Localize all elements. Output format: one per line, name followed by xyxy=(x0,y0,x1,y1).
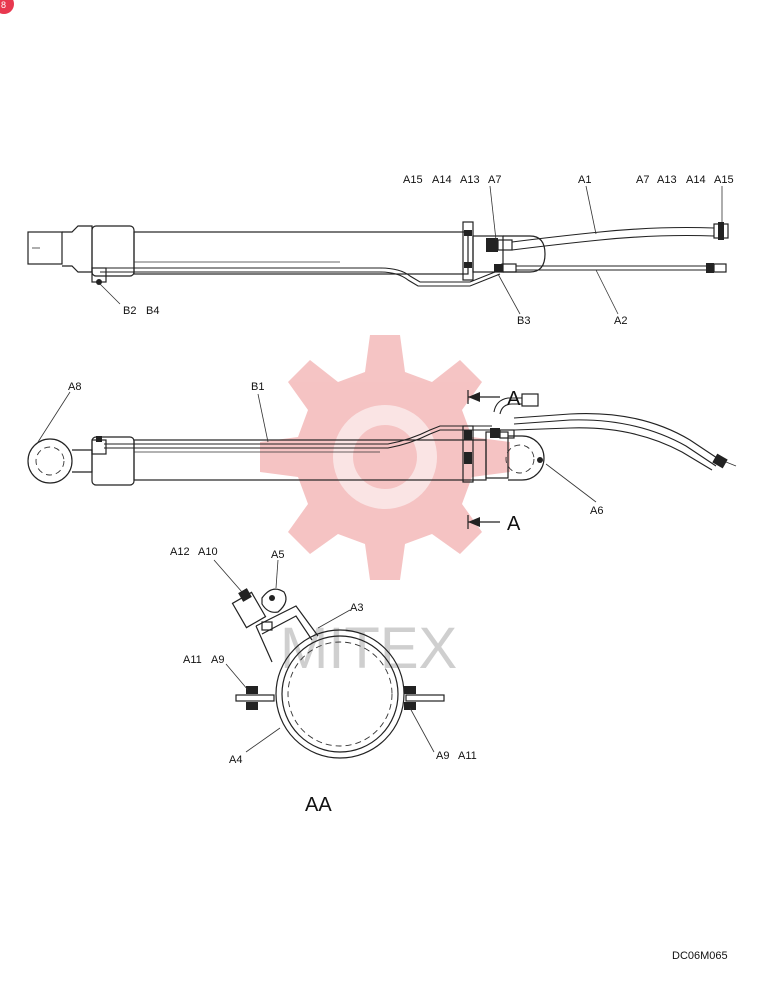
label-a4: A4 xyxy=(229,754,242,766)
watermark-gear xyxy=(260,335,510,580)
section-aa-title: AA xyxy=(305,794,332,816)
label-a3: A3 xyxy=(350,602,363,614)
label-a1: A1 xyxy=(578,174,591,186)
side-view-hoses xyxy=(493,393,737,471)
label-b1: B1 xyxy=(251,381,264,393)
section-mark-top: A xyxy=(507,388,521,410)
label-a15-right: A15 xyxy=(714,174,734,186)
drawing-code: DC06M065 xyxy=(672,950,728,962)
label-a11-right: A11 xyxy=(458,750,477,762)
label-a11-left: A11 xyxy=(183,654,202,666)
label-a14: A14 xyxy=(432,174,452,186)
side-view-cylinder xyxy=(27,425,545,486)
label-a10: A10 xyxy=(198,546,218,558)
label-b3: B3 xyxy=(517,315,530,327)
section-aa-leaders xyxy=(213,559,435,753)
watermark-text: MITEX xyxy=(280,616,457,681)
label-a5: A5 xyxy=(271,549,284,561)
section-cut-marks xyxy=(467,390,500,529)
label-a7-right: A7 xyxy=(636,174,649,186)
label-a7: A7 xyxy=(488,174,501,186)
corner-badge: 8 xyxy=(0,0,14,14)
label-a12: A12 xyxy=(170,546,190,558)
label-a14-right: A14 xyxy=(686,174,706,186)
side-view-leaders xyxy=(37,391,597,503)
label-a9-right: A9 xyxy=(436,750,449,762)
top-view-leaders xyxy=(99,185,723,315)
label-a15: A15 xyxy=(403,174,423,186)
label-a13: A13 xyxy=(460,174,480,186)
label-b2: B2 xyxy=(123,305,136,317)
svg-text:8: 8 xyxy=(1,0,6,10)
top-view-hoses xyxy=(511,222,729,273)
section-mark-bottom: A xyxy=(507,513,521,535)
label-a13-right: A13 xyxy=(657,174,677,186)
label-a6: A6 xyxy=(590,505,603,517)
top-view-cylinder xyxy=(27,221,546,287)
section-aa-clamp xyxy=(231,588,445,759)
label-a8: A8 xyxy=(68,381,81,393)
label-a2: A2 xyxy=(614,315,627,327)
label-b4: B4 xyxy=(146,305,159,317)
label-a9-left: A9 xyxy=(211,654,224,666)
